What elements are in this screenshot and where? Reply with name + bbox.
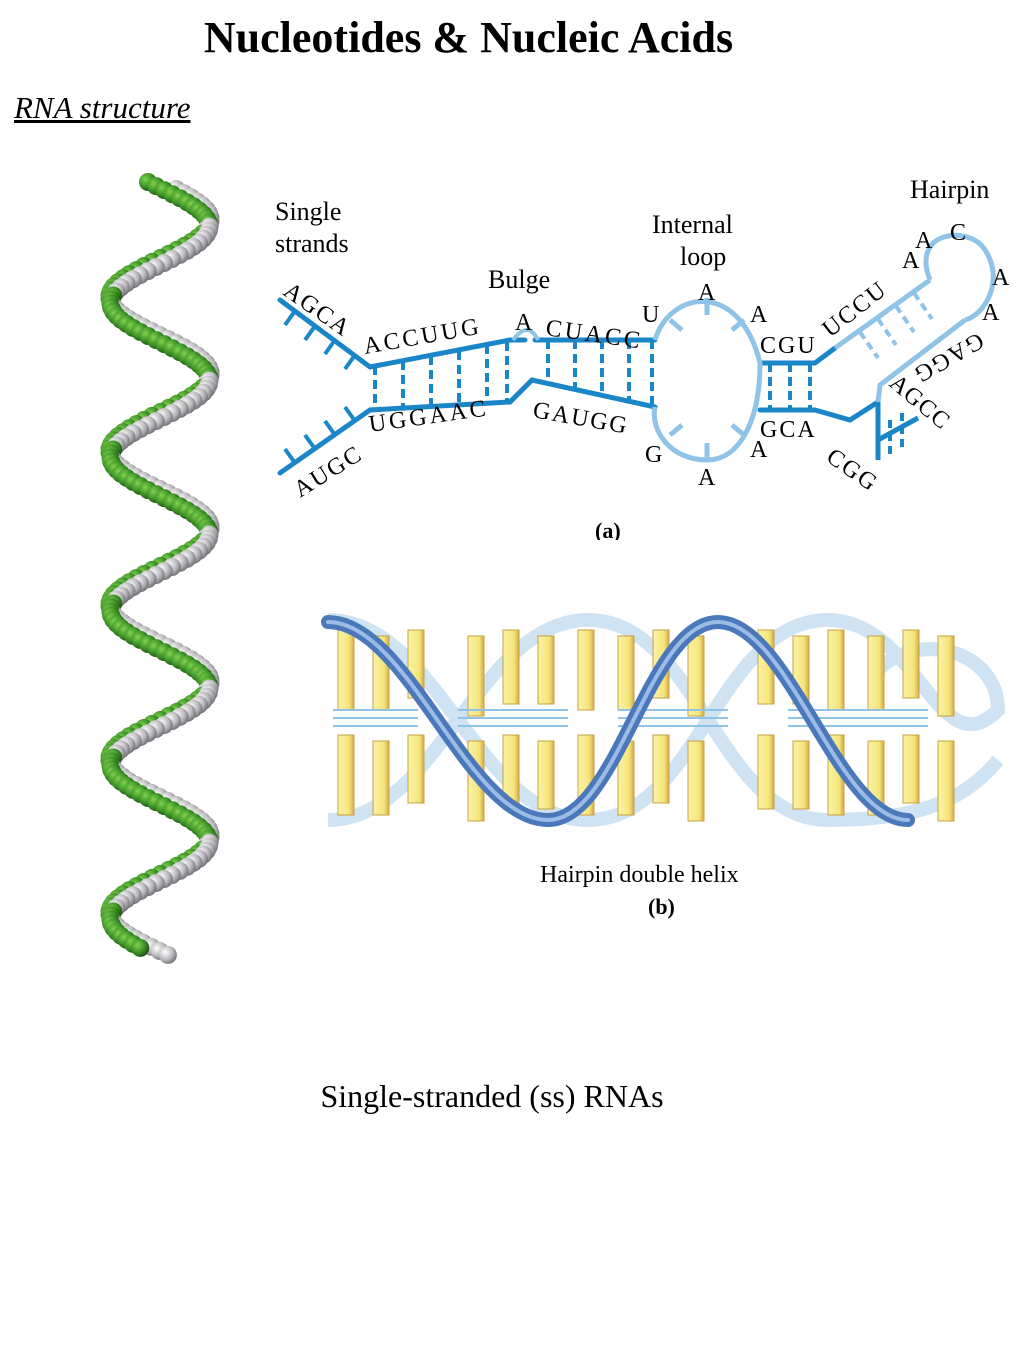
base-plate: [902, 734, 920, 804]
atom-sphere: [131, 938, 150, 957]
base-plate: [577, 629, 595, 711]
base-plate: [652, 734, 670, 804]
base-plate: [467, 635, 485, 717]
base-plate: [537, 635, 555, 705]
section-subtitle: RNA structure: [14, 90, 191, 125]
base-plate: [937, 635, 955, 717]
figure-b-label: (b): [648, 894, 675, 919]
base-plate: [757, 734, 775, 810]
rna-spacefill-model: [100, 173, 220, 964]
base-plate: [867, 635, 885, 711]
seq-loop-top-2: A: [698, 280, 716, 306]
base-plate: [372, 740, 390, 816]
seq-hairpin-loop-5: A: [982, 300, 1000, 326]
base-plate: [792, 740, 810, 810]
seq-hairpin-loop-1: A: [902, 248, 920, 274]
seq-hairpin-tail: CGG: [822, 444, 883, 498]
internal-loop-label-1: Internal: [652, 210, 733, 239]
base-plate: [337, 629, 355, 711]
hairpin-loop-ring: [923, 232, 996, 323]
single-strands-label-2: strands: [275, 229, 349, 258]
base-plate: [337, 734, 355, 816]
internal-loop-ring: [651, 299, 763, 463]
internal-loop-label-2: loop: [680, 242, 726, 271]
base-plate: [902, 629, 920, 699]
figure-a-label: (a): [595, 518, 621, 540]
bulge-label: Bulge: [488, 265, 550, 294]
seq-hairpin-loop-4: A: [992, 265, 1010, 291]
figure-b-caption: Hairpin double helix: [540, 862, 739, 888]
single-strands-label-1: Single: [275, 197, 341, 226]
seq-bottom-right: GAUGG: [531, 397, 631, 439]
base-plate: [687, 740, 705, 822]
page-caption: Single-stranded (ss) RNAs: [320, 1078, 664, 1114]
page-title: Nucleotides & Nucleic Acids: [203, 13, 734, 62]
seq-bottom-stem: UGGAAC: [367, 395, 490, 438]
seq-top-right: CUACC: [544, 315, 644, 354]
seq-hairpin-loop-3: C: [950, 220, 966, 246]
hairpin-double-helix-illustration: [321, 612, 1006, 828]
stem2-top-backbone: [757, 345, 838, 366]
base-plate: [407, 734, 425, 804]
base-plate: [827, 629, 845, 711]
hairpin-stem-top: [833, 277, 932, 351]
base-plate: [537, 740, 555, 810]
seq-bulge-base: A: [515, 310, 533, 336]
stem2-bottom-backbone: [757, 399, 881, 423]
atom-sphere: [158, 945, 177, 964]
base-plate: [937, 740, 955, 822]
seq-bottom-stem2: GCA: [760, 417, 817, 443]
seq-hairpin-loop-2: A: [915, 228, 933, 254]
seq-top-stem2: CGU: [760, 333, 817, 359]
base-plate: [617, 635, 635, 711]
hairpin-label: Hairpin: [910, 175, 989, 204]
base-plate: [687, 635, 705, 717]
seq-loop-bottom-2: A: [698, 465, 716, 491]
seq-bottom-left: AUGC: [289, 441, 367, 503]
top-strand-backbone: [277, 297, 658, 370]
seq-loop-bottom-1: G: [645, 442, 662, 468]
hairpin-stem-bottom: [875, 318, 967, 403]
seq-top-stem: ACCUUG: [362, 314, 484, 360]
base-plate: [502, 629, 520, 705]
seq-loop-top-3: A: [750, 302, 768, 328]
seq-loop-bottom-3: A: [750, 437, 768, 463]
rna-secondary-structure-diagram: Single strands Bulge Internal loop Hairp…: [275, 175, 1010, 540]
seq-loop-top-1: U: [642, 302, 659, 328]
